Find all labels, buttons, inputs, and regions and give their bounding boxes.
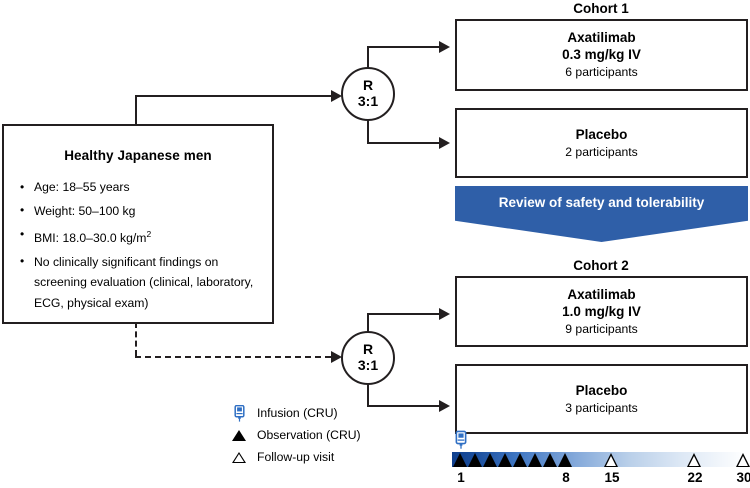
randomization-letter-2: R <box>362 341 374 358</box>
filled-triangle-icon <box>228 429 250 441</box>
criterion-bmi: BMI: 18.0–30.0 kg/m2 <box>20 224 258 249</box>
connector-solid-vertical <box>135 95 137 126</box>
randomization-letter: R <box>362 77 374 94</box>
cohort1-treatment-dose: 0.3 mg/kg IV <box>562 47 641 62</box>
connector-dashed-arrowhead <box>331 351 342 363</box>
cohort2-treatment-dose: 1.0 mg/kg IV <box>562 303 641 319</box>
r1-to-treatment-horizontal <box>367 46 439 48</box>
connector-dashed-vertical <box>135 322 137 356</box>
followup-marker <box>736 453 750 467</box>
criterion-weight: Weight: 50–100 kg <box>20 200 258 222</box>
legend-label-infusion: Infusion (CRU) <box>257 406 338 420</box>
bmi-superscript: 2 <box>146 229 152 239</box>
connector-solid-horizontal <box>135 95 331 97</box>
open-triangle-icon <box>228 451 250 463</box>
cohort2-treatment-drug: Axatilimab <box>567 286 636 302</box>
observation-marker <box>528 453 542 467</box>
eligibility-title: Healthy Japanese men <box>64 148 212 163</box>
cohort2-treatment-box: Axatilimab 1.0 mg/kg IV 9 participants <box>455 276 748 347</box>
cohort2-title: Cohort 2 <box>573 258 629 273</box>
cohort1-placebo-box: Placebo 2 participants <box>455 108 748 178</box>
cohort2-placebo-participants: 3 participants <box>565 400 638 415</box>
legend-item-infusion: Infusion (CRU) <box>228 402 428 424</box>
review-banner-label: Review of safety and tolerability <box>498 195 705 210</box>
cohort1-title: Cohort 1 <box>573 1 629 16</box>
cohort2-placebo-box: Placebo 3 participants <box>455 364 748 434</box>
cohort2-treatment-participants: 9 participants <box>565 321 638 336</box>
timeline-tick-22: 22 <box>687 470 703 485</box>
observation-marker <box>498 453 512 467</box>
randomization-node-cohort1: R 3:1 <box>341 67 395 121</box>
randomization-ratio: 3:1 <box>357 93 379 109</box>
r1-to-placebo-horizontal <box>367 142 439 144</box>
randomization-ratio-2: 3:1 <box>357 357 379 373</box>
timeline-tick-8: 8 <box>562 470 570 485</box>
r1-to-placebo-vertical <box>367 119 369 144</box>
observation-marker <box>513 453 527 467</box>
cohort1-treatment-box: Axatilimab 0.3 mg/kg IV 6 participants <box>455 19 748 91</box>
r2-to-placebo-vertical <box>367 383 369 407</box>
infusion-bag-icon-timeline <box>454 430 468 455</box>
cohort1-treatment-drug: Axatilimab <box>567 30 636 45</box>
eligibility-criteria-list: Age: 18–55 years Weight: 50–100 kg BMI: … <box>4 177 272 313</box>
legend-label-observation: Observation (CRU) <box>257 428 361 442</box>
legend-item-followup: Follow-up visit <box>228 446 428 468</box>
r2-to-placebo-horizontal <box>367 405 439 407</box>
observation-marker <box>558 453 572 467</box>
observation-marker <box>483 453 497 467</box>
r2-to-treatment-arrowhead <box>439 308 450 320</box>
r2-to-treatment-vertical <box>367 313 369 333</box>
r1-to-treatment-vertical <box>367 46 369 69</box>
review-banner: Review of safety and tolerability <box>455 186 748 242</box>
observation-marker <box>543 453 557 467</box>
criterion-age: Age: 18–55 years <box>20 177 258 198</box>
r2-to-treatment-horizontal <box>367 313 439 315</box>
criterion-screening: No clinically significant findings on sc… <box>20 251 258 314</box>
r1-to-treatment-arrowhead <box>439 41 450 53</box>
eligibility-box: Healthy Japanese men Age: 18–55 years We… <box>2 124 274 324</box>
cohort1-treatment-participants: 6 participants <box>565 65 638 79</box>
followup-marker <box>687 453 701 467</box>
timeline-tick-15: 15 <box>604 470 620 485</box>
cohort1-placebo-drug: Placebo <box>575 126 628 142</box>
legend: Infusion (CRU) Observation (CRU) Follow-… <box>228 402 428 468</box>
randomization-node-cohort2: R 3:1 <box>341 331 395 385</box>
connector-solid-arrowhead <box>331 90 342 102</box>
connector-dashed-horizontal <box>135 356 331 358</box>
timeline-tick-1: 1 <box>457 470 465 485</box>
r1-to-placebo-arrowhead <box>439 137 450 149</box>
timeline-tick-30: 30 <box>736 470 750 485</box>
cohort2-placebo-drug: Placebo <box>575 382 628 398</box>
observation-marker <box>468 453 482 467</box>
legend-item-observation: Observation (CRU) <box>228 424 428 446</box>
cohort1-placebo-participants: 2 participants <box>565 144 638 159</box>
legend-label-followup: Follow-up visit <box>257 450 335 464</box>
infusion-bag-icon <box>228 404 250 422</box>
followup-marker <box>604 453 618 467</box>
r2-to-placebo-arrowhead <box>439 400 450 412</box>
observation-marker <box>453 453 467 467</box>
